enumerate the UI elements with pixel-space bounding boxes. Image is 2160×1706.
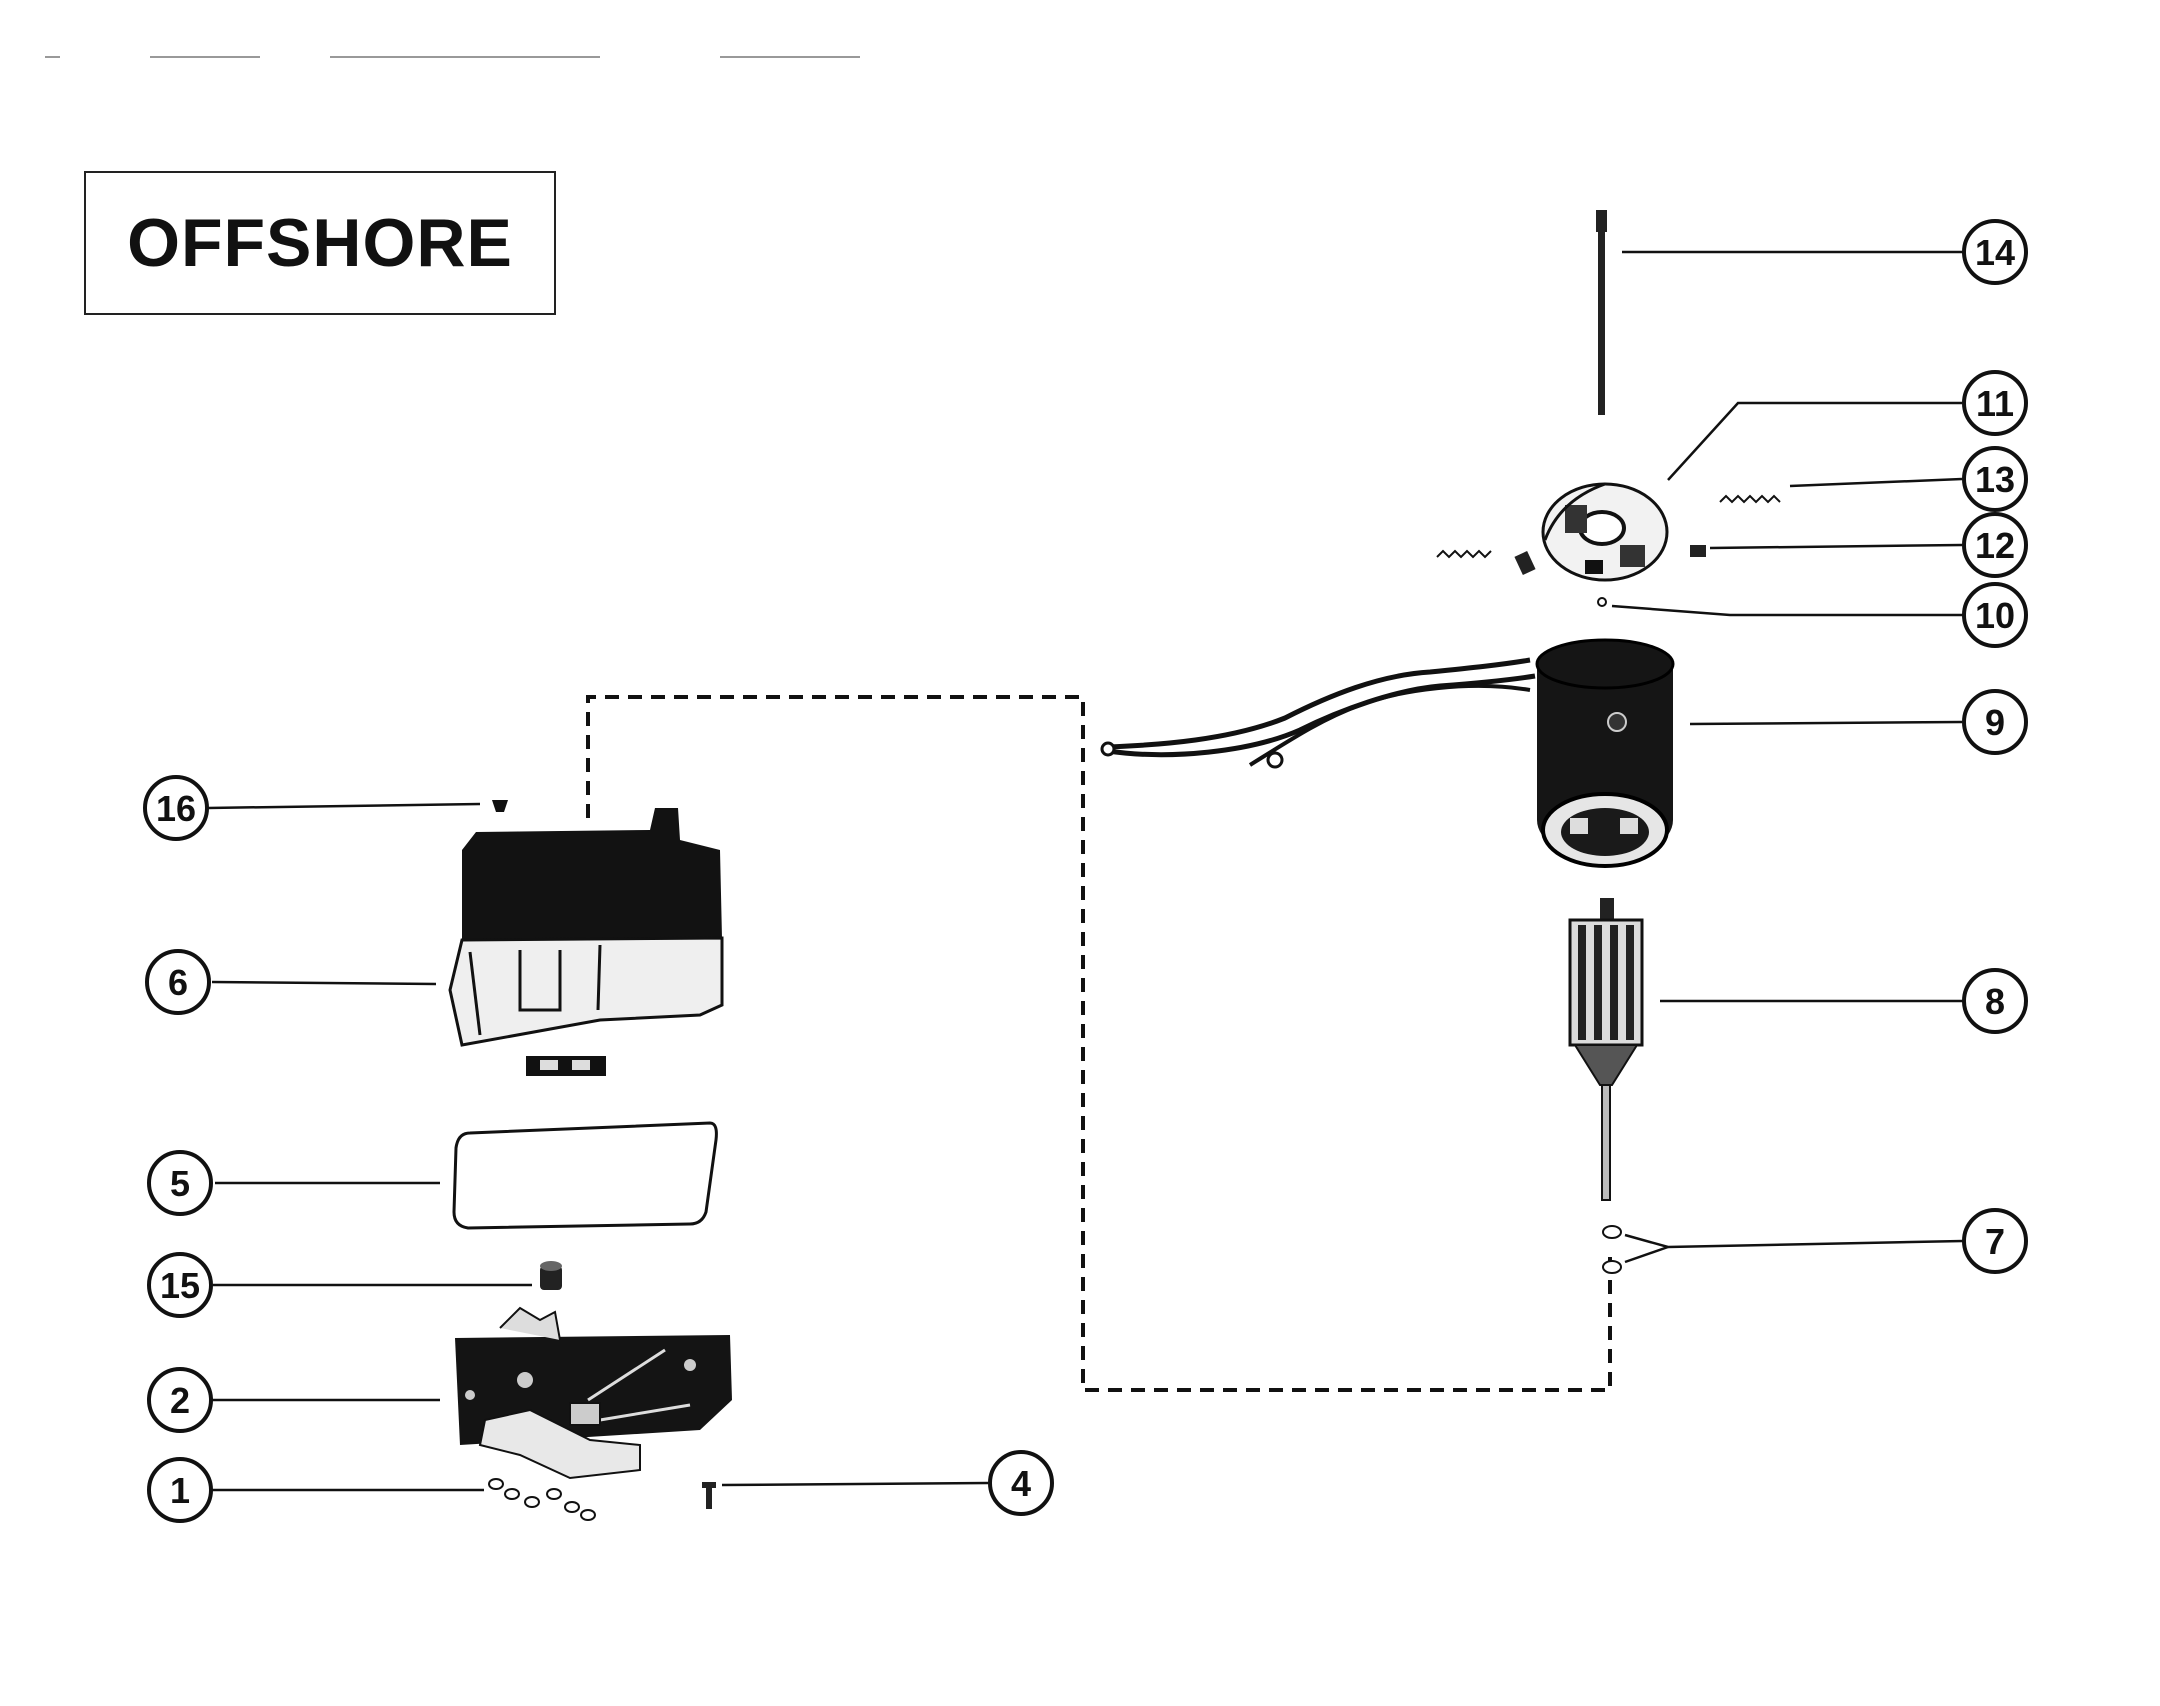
callout-14: 14 (1962, 219, 2028, 285)
callout-15: 15 (147, 1252, 213, 1318)
brush-part (1514, 545, 1706, 576)
callout-9: 9 (1962, 689, 2028, 755)
leader-lines (207, 250, 1964, 1492)
svg-text:14: 14 (1975, 232, 2015, 273)
callout-10: 10 (1962, 582, 2028, 648)
reservoir-housing-part (448, 808, 724, 1076)
callout-13: 13 (1962, 446, 2028, 512)
svg-text:6: 6 (168, 962, 188, 1003)
svg-text:12: 12 (1975, 525, 2015, 566)
svg-text:11: 11 (1976, 383, 2014, 424)
svg-text:9: 9 (1985, 702, 2005, 743)
svg-text:2: 2 (170, 1380, 190, 1421)
vent-cap-part (492, 800, 508, 812)
callout-16: 16 (143, 775, 209, 841)
fill-plug-part (540, 1261, 562, 1290)
callout-7: 7 (1962, 1208, 2028, 1274)
pump-body-part (455, 1306, 732, 1480)
svg-text:7: 7 (1985, 1221, 2005, 1262)
callout-4: 4 (988, 1450, 1054, 1516)
callout-6: 6 (145, 949, 211, 1015)
motor-frame-part (1100, 638, 1675, 868)
armature-part (1568, 898, 1644, 1201)
thrust-washers-part (1602, 1225, 1622, 1274)
callout-8: 8 (1962, 968, 2028, 1034)
brush-spring-part (1436, 494, 1781, 559)
svg-text:1: 1 (170, 1470, 190, 1511)
assembly-dashed-line (586, 695, 1612, 1392)
svg-text:5: 5 (170, 1163, 190, 1204)
o-rings-part (488, 1478, 596, 1521)
diagram-title: OFFSHORE (127, 205, 513, 281)
svg-text:16: 16 (156, 788, 196, 829)
brush-plate-part (1541, 482, 1669, 582)
gasket-part (452, 1121, 718, 1230)
svg-text:4: 4 (1011, 1463, 1031, 1504)
title-box: OFFSHORE (84, 171, 556, 315)
svg-text:13: 13 (1975, 459, 2015, 500)
through-bolt-part (1596, 210, 1607, 415)
callout-2: 2 (147, 1367, 213, 1433)
callout-1: 1 (147, 1457, 213, 1523)
svg-text:10: 10 (1975, 595, 2015, 636)
washer-small-part (1597, 597, 1607, 607)
svg-text:8: 8 (1985, 981, 2005, 1022)
screw-part (702, 1482, 716, 1509)
svg-text:15: 15 (160, 1265, 200, 1306)
callout-12: 12 (1962, 512, 2028, 578)
callout-11: 11 (1962, 370, 2028, 436)
callout-5: 5 (147, 1150, 213, 1216)
